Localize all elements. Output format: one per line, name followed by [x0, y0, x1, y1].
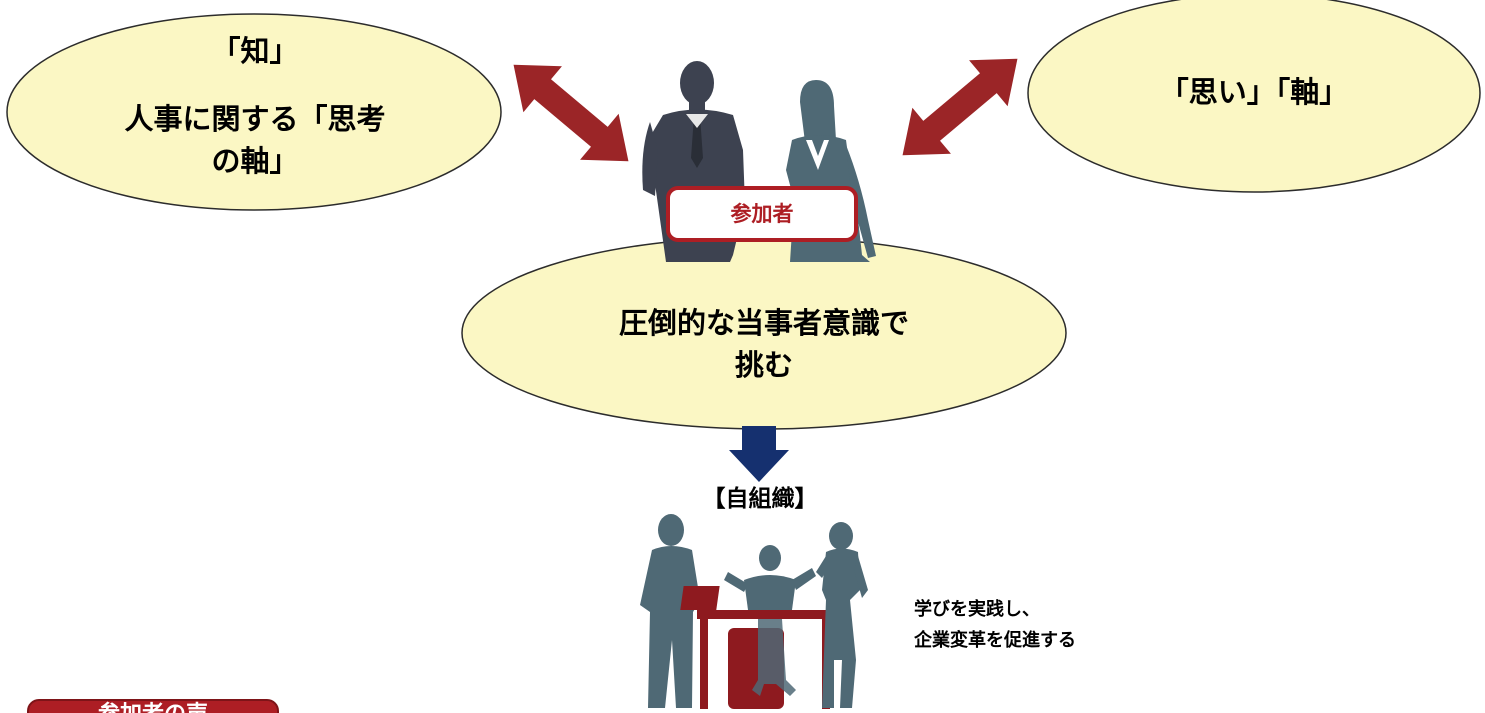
thought-ellipse [1027, 0, 1481, 193]
double-headed-arrow-icon [902, 58, 1018, 156]
participant-badge: 参加者 [666, 186, 858, 242]
organization-label: 【自組織】 [702, 486, 818, 512]
knowledge-title: 「知」 [211, 34, 299, 68]
down-arrow-icon [729, 426, 789, 482]
knowledge-ellipse [6, 13, 502, 211]
participant-label: 参加者 [730, 201, 794, 226]
participant-voice-tab[interactable]: 参加者の声 [27, 699, 279, 713]
organization-action-text: 学びを実践し、 企業変革を促進する [914, 594, 1076, 656]
knowledge-description-line1: 人事に関する「思考 [124, 102, 386, 136]
organization-action-line2: 企業変革を促進する [914, 630, 1076, 651]
knowledge-description-line2: の軸」 [211, 144, 299, 178]
organization-action-line1: 学びを実践し、 [914, 599, 1040, 620]
stance-text-line1: 圧倒的な当事者意識で [618, 306, 909, 340]
stance-text-line2: 挑む [734, 348, 793, 382]
participant-voice-tab-label: 参加者の声 [29, 704, 277, 713]
thought-title: 「思い」「軸」 [1159, 75, 1349, 109]
double-headed-arrow-icon [513, 64, 629, 162]
